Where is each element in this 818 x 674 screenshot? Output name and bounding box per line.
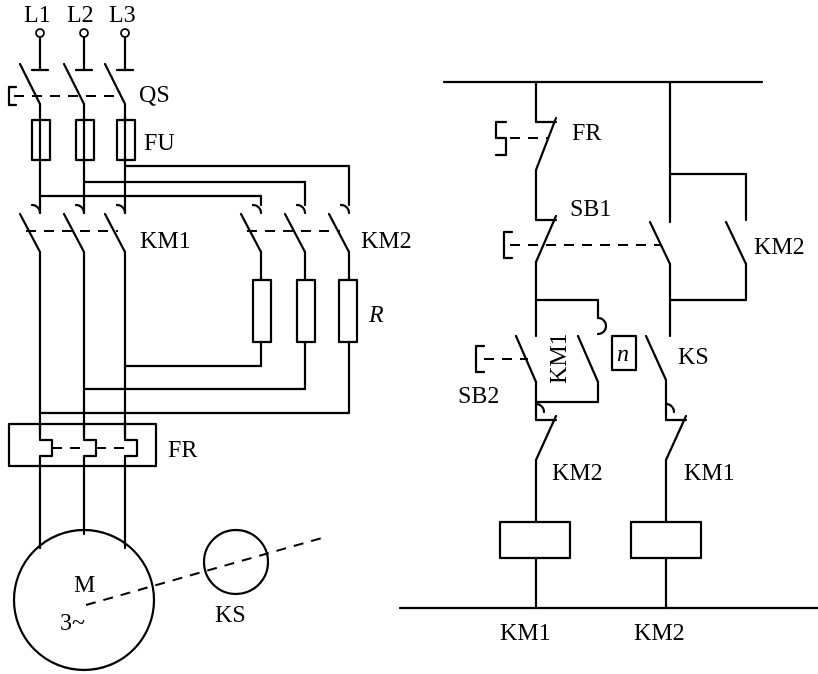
km2-main-contacts <box>239 203 351 282</box>
ks-contact-label: KS <box>678 344 709 370</box>
km2-interlock-label: KM2 <box>552 460 603 486</box>
km1-hold-contact <box>576 316 608 384</box>
km2-main-label: KM2 <box>361 228 412 254</box>
phase-label-l3: L3 <box>109 2 136 28</box>
km1-interlock-label: KM1 <box>684 460 735 486</box>
ks-n-symbol: n <box>617 341 629 367</box>
phase-label-l1: L1 <box>24 2 51 28</box>
sb2-start-button[interactable] <box>474 334 538 384</box>
control-circuit: FR SB1 KM2 SB2 <box>398 80 818 646</box>
sb1-label: SB1 <box>570 196 611 222</box>
km1-interlock-contact <box>664 400 688 524</box>
fu-label: FU <box>144 130 175 156</box>
km2-interlock-contact <box>534 400 558 524</box>
ks-main-label: KS <box>215 602 246 628</box>
fr-thermal-element <box>7 422 158 468</box>
coil1-label: KM1 <box>500 620 551 646</box>
speed-relay <box>85 528 323 606</box>
km1-main-contacts <box>18 203 127 254</box>
km1-coil <box>498 520 572 610</box>
fr-main-label: FR <box>168 437 197 463</box>
km1-hold-label: KM1 <box>546 333 572 384</box>
phase-label-l2: L2 <box>67 2 94 28</box>
fr-nc-contact <box>494 116 558 172</box>
resistors <box>251 278 359 415</box>
qs-switch <box>7 62 127 122</box>
sb2-label: SB2 <box>458 383 499 409</box>
resistor-label: R <box>368 302 384 328</box>
qs-label: QS <box>139 82 170 108</box>
main-circuit: L1 L2 L3 QS FU <box>7 2 412 672</box>
km1-main-label: KM1 <box>140 228 191 254</box>
km2-coil <box>629 520 703 610</box>
ks-contact <box>610 298 672 404</box>
motor <box>12 528 156 672</box>
coil2-label: KM2 <box>634 620 685 646</box>
km2-hold-label: KM2 <box>754 234 805 260</box>
fuses <box>30 116 137 164</box>
motor-phase-label: 3~ <box>60 610 85 636</box>
motor-label: M <box>74 572 95 598</box>
fr-control-label: FR <box>572 120 601 146</box>
sb1-stop-button[interactable] <box>502 214 660 264</box>
phase-terminals <box>30 28 135 72</box>
